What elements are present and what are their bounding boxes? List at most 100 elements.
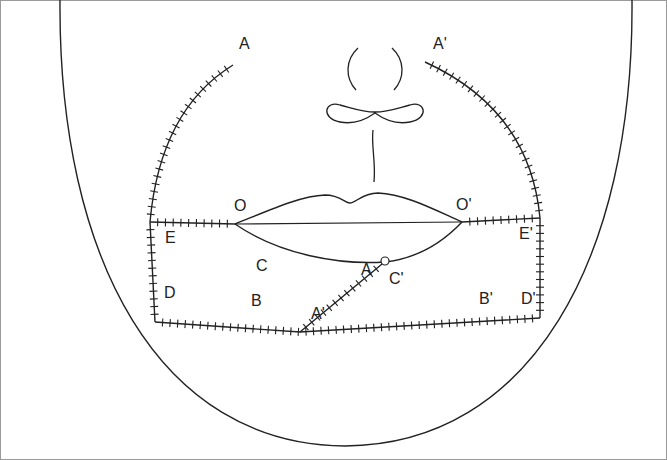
suture-tick <box>207 322 209 330</box>
suture-tick <box>267 326 269 334</box>
point-label: D' <box>521 291 536 307</box>
point-label: E <box>165 230 176 246</box>
suture-tick <box>148 206 156 207</box>
suture-tick <box>350 285 355 291</box>
upper-lip <box>235 193 462 224</box>
suture-tick <box>479 318 480 326</box>
suture-tick <box>157 218 158 226</box>
suture-tick <box>426 321 428 329</box>
incision-line <box>150 65 233 222</box>
suture-tick <box>190 98 196 103</box>
suture-tick <box>469 218 470 226</box>
suture-tick <box>534 202 542 203</box>
suture-tick <box>536 287 544 288</box>
suture-tick <box>418 321 419 329</box>
suture-tick <box>474 91 479 97</box>
suture-tick <box>350 325 352 333</box>
suture-tick <box>275 326 277 334</box>
suture-tick <box>533 195 541 197</box>
suture-tick <box>199 321 201 329</box>
suture-tick <box>388 323 390 331</box>
suture-tick <box>527 172 535 175</box>
suture-tick <box>468 86 473 92</box>
suture-tick <box>490 106 496 112</box>
suture-tick <box>298 328 300 336</box>
suture-tick <box>434 320 435 328</box>
suture-tick <box>504 124 511 129</box>
suture-tick <box>381 323 383 331</box>
suture-tick <box>450 73 454 80</box>
suture-tick <box>477 217 478 225</box>
suture-tick <box>237 324 239 332</box>
face-outline <box>60 0 632 446</box>
suture-tick <box>184 320 186 328</box>
pivot-point <box>381 257 389 265</box>
suture-tick <box>181 111 188 115</box>
suture-tick <box>536 294 544 295</box>
suture-tick <box>158 161 166 163</box>
suture-tick <box>305 328 307 336</box>
suture-tick <box>500 216 502 224</box>
suture-tick <box>200 86 206 92</box>
suture-tick <box>358 325 360 333</box>
suture-tick <box>524 215 525 223</box>
suture-tick <box>531 214 533 222</box>
suture-tick <box>328 326 330 334</box>
nostrils <box>327 104 423 123</box>
suture-tick <box>303 324 308 330</box>
suture-tick <box>366 324 368 332</box>
suture-tick <box>338 295 343 301</box>
suture-tick <box>456 77 460 84</box>
suture-tick <box>327 305 332 311</box>
suture-tick <box>150 191 158 193</box>
suture-tick <box>535 210 543 211</box>
suture-tick <box>464 318 466 326</box>
suture-tick <box>147 237 155 239</box>
point-label: A' <box>433 36 447 52</box>
suture-tick <box>162 319 164 327</box>
suture-tick <box>195 92 201 97</box>
suture-tick <box>437 65 441 72</box>
suture-tick <box>146 229 154 230</box>
suture-tick <box>443 69 447 76</box>
suture-tick <box>166 138 173 141</box>
suture-tick <box>147 244 155 246</box>
suture-tick <box>471 318 473 326</box>
suture-tick <box>155 168 163 170</box>
suture-tick <box>224 66 229 73</box>
suture-tick <box>335 326 337 334</box>
suture-tick <box>180 219 181 227</box>
suture-tick <box>536 271 544 272</box>
suture-tick <box>218 71 223 77</box>
suture-tick <box>173 219 174 227</box>
suture-tick <box>411 322 413 330</box>
suture-tick <box>536 310 544 311</box>
suture-tick <box>536 241 544 242</box>
suture-tick <box>536 264 544 265</box>
suture-tick <box>150 298 158 299</box>
suture-tick <box>374 266 379 272</box>
point-label: D <box>164 285 176 301</box>
suture-tick <box>227 220 228 228</box>
suture-tick <box>536 279 544 280</box>
point-label: A <box>239 36 250 52</box>
suture-tick <box>536 248 544 249</box>
point-label: B <box>251 293 262 309</box>
suture-tick <box>245 324 247 332</box>
incision-line <box>155 318 540 332</box>
point-label: E' <box>519 226 533 242</box>
suture-tick <box>165 218 166 226</box>
incision-line <box>425 62 540 218</box>
suture-tick <box>148 260 156 262</box>
suture-tick <box>536 233 544 234</box>
suture-tick <box>536 256 544 257</box>
suture-tick <box>188 219 189 227</box>
suture-tick <box>516 215 517 223</box>
suture-tick <box>320 327 322 335</box>
point-label: C' <box>389 271 404 287</box>
lower-lip <box>235 222 462 263</box>
suture-tick <box>512 137 519 141</box>
